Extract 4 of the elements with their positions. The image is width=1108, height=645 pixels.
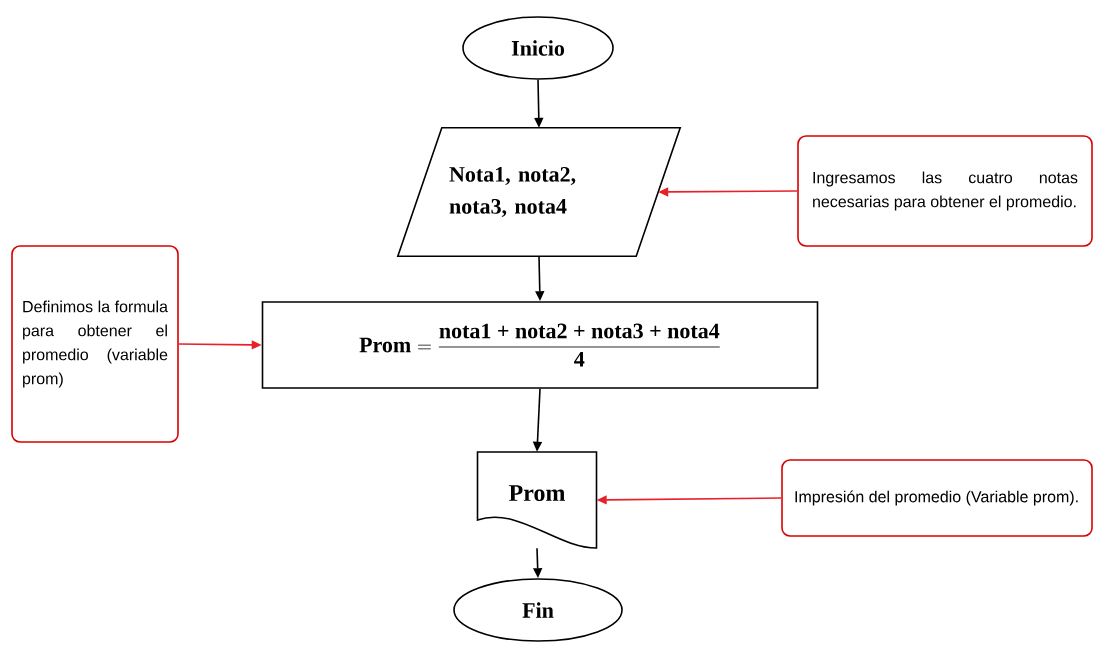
- comment-box: Definimos la formula para obtener el promedio (variable prom): [11, 245, 179, 443]
- comment-box: Ingresamos las cuatro notas necesarias para obtener el promedio.: [797, 135, 1093, 247]
- comment-box: Impresión del promedio (Variable prom).: [781, 459, 1093, 537]
- process-box: $\textbf{Prom} = \frac{\textbf{nota1 + nota2 + nota3 + nota4}}{\textbf{4}}$: [261, 301, 819, 389]
